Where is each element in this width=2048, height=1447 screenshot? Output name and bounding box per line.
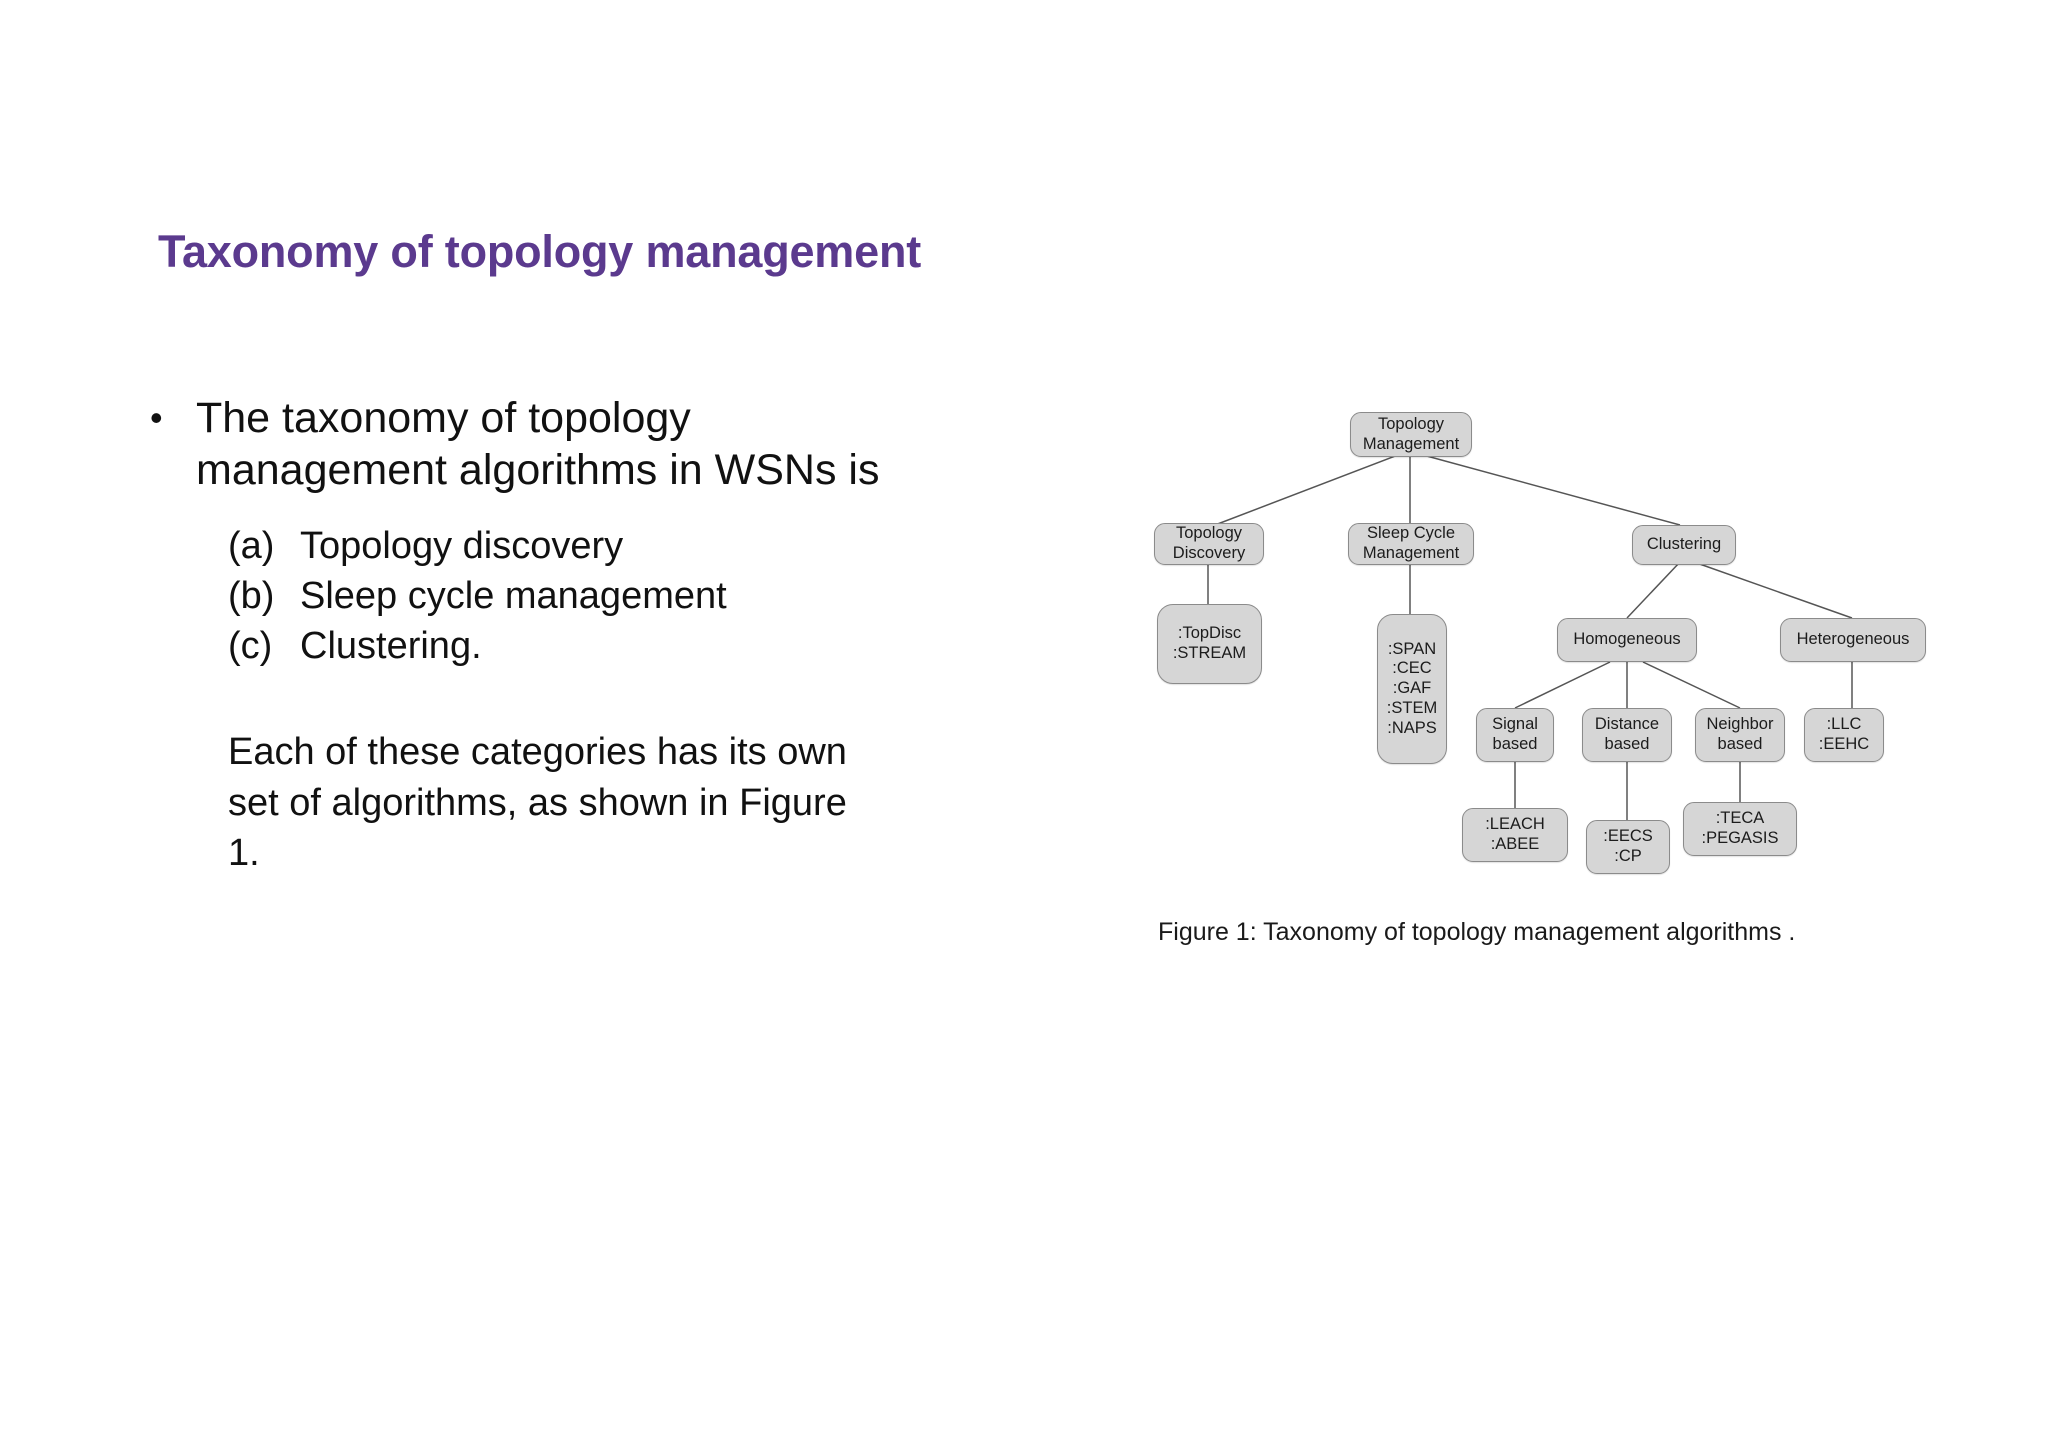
node-distance-based-algorithms[interactable]: :EECS :CP	[1586, 820, 1670, 874]
node-heterogeneous-algorithms[interactable]: :LLC :EEHC	[1804, 708, 1884, 762]
content-text-column: • The taxonomy of topology management al…	[150, 392, 1050, 878]
node-neighbor-based-algorithms[interactable]: :TECA :PEGASIS	[1683, 802, 1797, 856]
node-signal-based-algorithms[interactable]: :LEACH :ABEE	[1462, 808, 1568, 862]
list-item-label: (b)	[228, 575, 275, 618]
list-item: (b) Sleep cycle management	[228, 571, 1050, 621]
node-homogeneous[interactable]: Homogeneous	[1557, 618, 1697, 662]
main-bullet: • The taxonomy of topology management al…	[150, 392, 1050, 497]
list-item-text: Topology discovery	[300, 524, 624, 567]
node-topology-discovery[interactable]: Topology Discovery	[1154, 523, 1264, 565]
node-distance-based[interactable]: Distance based	[1582, 708, 1672, 762]
node-sleep-cycle-algorithms[interactable]: :SPAN :CEC :GAF :STEM :NAPS	[1377, 614, 1447, 764]
page-title: Taxonomy of topology management	[158, 226, 922, 277]
node-sleep-cycle-management[interactable]: Sleep Cycle Management	[1348, 523, 1474, 565]
list-item: (c) Clustering.	[228, 621, 1050, 671]
tree-edges	[1207, 454, 1853, 820]
figure-block: Topology Management Topology Discovery S…	[1140, 390, 2000, 1010]
taxonomy-tree-diagram: Topology Management Topology Discovery S…	[1140, 390, 2000, 900]
node-topology-discovery-algorithms[interactable]: :TopDisc :STREAM	[1157, 604, 1262, 684]
node-clustering[interactable]: Clustering	[1632, 525, 1736, 565]
figure-caption: Figure 1: Taxonomy of topology managemen…	[1158, 918, 1796, 946]
closing-paragraph: Each of these categories has its own set…	[228, 731, 847, 874]
node-heterogeneous[interactable]: Heterogeneous	[1780, 618, 1926, 662]
node-signal-based[interactable]: Signal based	[1476, 708, 1554, 762]
list-item-label: (a)	[228, 524, 275, 567]
main-bullet-text: The taxonomy of topology management algo…	[196, 394, 880, 495]
node-neighbor-based[interactable]: Neighbor based	[1695, 708, 1785, 762]
bullet-marker-icon: •	[150, 397, 163, 438]
list-item-text: Clustering.	[300, 625, 482, 668]
node-topology-management[interactable]: Topology Management	[1350, 412, 1472, 457]
list-item: (a) Topology discovery	[228, 521, 1050, 571]
list-item-text: Sleep cycle management	[300, 575, 727, 618]
lettered-list: (a) Topology discovery (b) Sleep cycle m…	[228, 521, 1050, 671]
list-item-label: (c)	[228, 625, 273, 668]
